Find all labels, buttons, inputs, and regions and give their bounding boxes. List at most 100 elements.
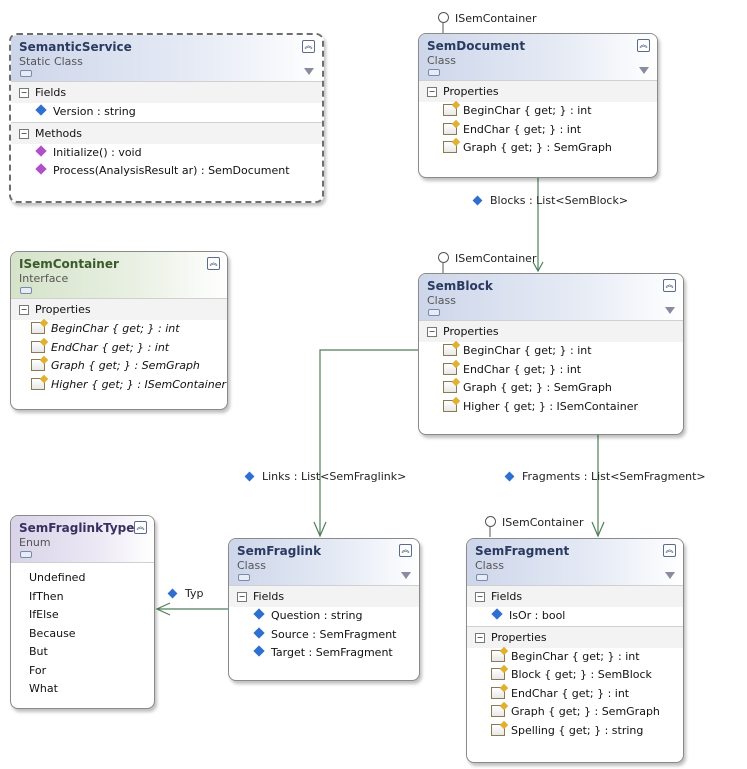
sem-block-header[interactable]: SemBlock Class ︽ [419,274,683,320]
chevron-up-icon[interactable]: ︽ [302,40,315,53]
property-row[interactable]: BeginChar { get; } : int [467,648,683,667]
property-row[interactable]: EndChar { get; } : int [11,339,227,358]
property-row[interactable]: Graph { get; } : SemGraph [419,379,683,398]
field-row[interactable]: Question : string [229,607,419,626]
association-icon [167,588,178,599]
enum-value[interactable]: Because [29,626,76,640]
properties-section-header[interactable]: −Properties [419,80,657,102]
collapse-minus-icon[interactable]: − [475,632,485,643]
property-icon [31,340,45,353]
chevron-up-icon[interactable]: ︽ [663,544,676,557]
property-icon [443,141,457,153]
links-association-label[interactable]: Links : List<SemFraglink> [244,470,406,483]
class-title: SemBlock [427,279,493,293]
property-row[interactable]: Block { get; } : SemBlock [467,666,683,685]
property-row[interactable]: Graph { get; } : SemGraph [467,703,683,722]
class-title: SemDocument [427,39,526,53]
filter-icon[interactable] [304,68,314,75]
property-icon [443,122,457,135]
field-row[interactable]: IsOr : bool [467,607,683,626]
sem-fraglink-type-header[interactable]: SemFraglinkType Enum ︽ [11,516,154,562]
collapse-minus-icon[interactable]: − [427,87,437,97]
sem-fraglink-header[interactable]: SemFraglink Class ︽ [229,539,419,585]
property-row[interactable]: EndChar { get; } : int [419,121,657,140]
field-icon [491,609,503,621]
sem-fragment-header[interactable]: SemFragment Class ︽ [467,539,683,585]
methods-section-header[interactable]: −Methods [11,121,322,144]
isem-container-header[interactable]: ISemContainer Interface ︽ [11,252,227,298]
sem-block-box[interactable]: SemBlock Class ︽ −Properties BeginChar {… [418,273,684,435]
typ-association-label[interactable]: Typ [167,587,204,600]
blocks-association-label[interactable]: Blocks : List<SemBlock> [472,194,628,207]
sem-fraglink-box[interactable]: SemFraglink Class ︽ −Fields Question : s… [228,538,420,681]
property-icon [31,322,45,334]
method-row[interactable]: Process(AnalysisResult ar) : SemDocument [11,162,322,181]
class-stereotype: Class [427,54,456,67]
method-row[interactable]: Initialize() : void [11,144,322,163]
chevron-up-icon[interactable]: ︽ [207,257,220,270]
property-row[interactable]: BeginChar { get; } : int [11,320,227,339]
properties-section-header[interactable]: −Properties [11,298,227,320]
class-shape-icon [20,70,32,77]
class-title: SemFragment [475,544,570,558]
chevron-up-icon[interactable]: ︽ [134,521,147,534]
property-icon [491,686,505,699]
property-row[interactable]: Graph { get; } : SemGraph [11,357,227,376]
sem-fraglink-type-box[interactable]: SemFraglinkType Enum ︽ Undefined IfThen … [10,515,155,709]
field-row[interactable]: Target : SemFragment [229,644,419,663]
fields-section-header[interactable]: −Fields [229,585,419,607]
fields-section-header[interactable]: −Fields [11,81,322,103]
interface-shape-icon [20,287,32,294]
filter-icon[interactable] [401,572,411,579]
collapse-minus-icon[interactable]: − [475,592,485,602]
isem-container-box[interactable]: ISemContainer Interface ︽ −Properties Be… [10,251,228,410]
property-row[interactable]: Higher { get; } : ISemContainer [11,376,227,395]
property-icon [491,705,505,717]
chevron-up-icon[interactable]: ︽ [637,39,650,52]
properties-section-header[interactable]: −Properties [467,625,683,648]
property-icon [31,377,45,390]
interface-lollipop-icon [438,12,449,23]
fragments-association-label[interactable]: Fragments : List<SemFragment> [504,470,706,483]
filter-icon[interactable] [665,572,675,579]
property-row[interactable]: EndChar { get; } : int [467,685,683,704]
enum-value[interactable]: Undefined [29,571,86,584]
collapse-minus-icon[interactable]: − [237,592,247,602]
sem-document-header[interactable]: SemDocument Class ︽ [419,34,657,80]
method-icon [35,146,47,158]
fields-section-header[interactable]: −Fields [467,585,683,607]
field-row[interactable]: Source : SemFragment [229,626,419,645]
collapse-minus-icon[interactable]: − [19,88,29,98]
property-row[interactable]: Higher { get; } : ISemContainer [419,398,683,417]
property-icon [443,104,457,116]
enum-value[interactable]: For [29,663,47,677]
property-icon [443,399,457,412]
class-shape-icon [428,69,440,76]
filter-icon[interactable] [665,307,675,314]
semantic-service-box[interactable]: SemanticService Static Class ︽ −Fields V… [9,33,324,203]
collapse-minus-icon[interactable]: − [19,305,29,315]
enum-value[interactable]: IfThen [29,589,64,603]
enum-value[interactable]: What [29,682,58,695]
chevron-up-icon[interactable]: ︽ [663,279,676,292]
sem-document-box[interactable]: SemDocument Class ︽ −Properties BeginCha… [418,33,658,178]
property-row[interactable]: Spelling { get; } : string [467,722,683,741]
property-row[interactable]: EndChar { get; } : int [419,361,683,380]
class-title: SemFraglink [237,544,322,558]
sem-fragment-box[interactable]: SemFragment Class ︽ −Fields IsOr : bool … [466,538,684,763]
filter-icon[interactable] [639,67,649,74]
enum-value[interactable]: But [29,645,48,658]
field-row[interactable]: Version : string [11,103,322,122]
enum-values-list: Undefined IfThen IfElse Because But For … [11,562,154,699]
chevron-up-icon[interactable]: ︽ [399,544,412,557]
collapse-minus-icon[interactable]: − [427,327,437,337]
property-row[interactable]: BeginChar { get; } : int [419,102,657,121]
properties-section-header[interactable]: −Properties [419,320,683,342]
property-icon [31,359,45,371]
enum-value[interactable]: IfElse [29,608,59,621]
property-row[interactable]: Graph { get; } : SemGraph [419,139,657,158]
collapse-minus-icon[interactable]: − [19,128,29,139]
property-row[interactable]: BeginChar { get; } : int [419,342,683,361]
semantic-service-header[interactable]: SemanticService Static Class ︽ [11,35,322,81]
